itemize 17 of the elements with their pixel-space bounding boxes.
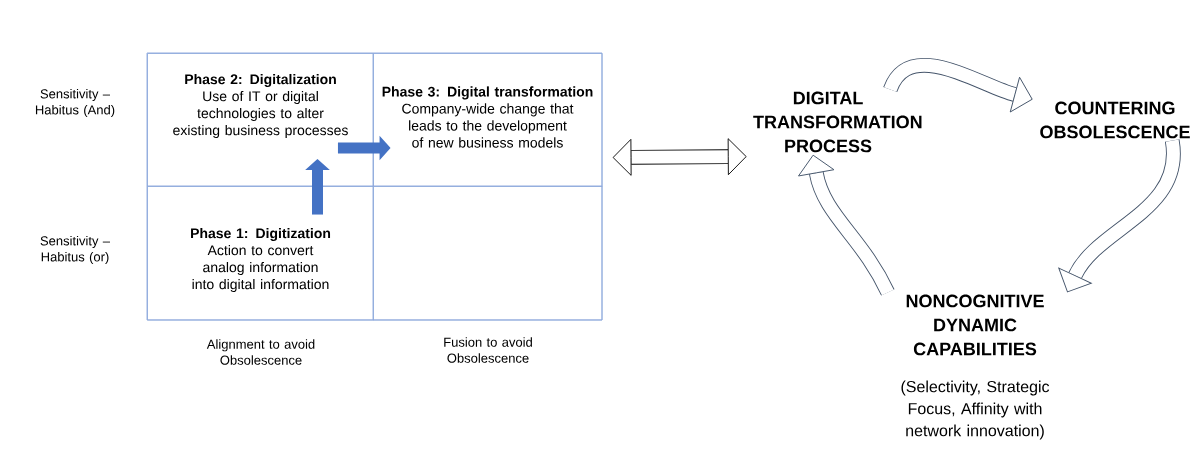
column-label: Fusion to avoid Obsolescence [444,337,532,363]
row-label: Sensitivity – Habitus (And) [35,88,115,118]
stage-label: DIGITAL TRANSFORMATION PROCESS [753,91,922,153]
stage-note: (Selectivity, Strategic Focus, Affinity with network innovation) [901,380,1050,440]
stage-label: COUNTERING OBSOLESCENCE [1040,101,1190,139]
row-label: Sensitivity – Habitus (or) [40,235,111,265]
block-arrow [798,154,895,296]
matrix-grid [146,52,603,321]
block-arrow [1058,140,1181,293]
matrix-cell: Phase 3: Digital transformation Company-wide change that leads to the development of new business models [372,53,603,187]
block-arrow [612,138,747,176]
matrix-cell: Phase 2: Digitalization Use of IT or digital technologies to alter existing business processes [147,53,374,187]
stage-label: NONCOGNITIVE DYNAMIC CAPABILITIES [906,294,1044,356]
matrix-cell: Phase 1: Digitization Action to convert analog information into digital information [147,185,374,321]
block-arrow [883,58,1033,113]
matrix-cell [372,185,603,321]
column-label: Alignment to avoid Obsolescence [206,339,315,365]
